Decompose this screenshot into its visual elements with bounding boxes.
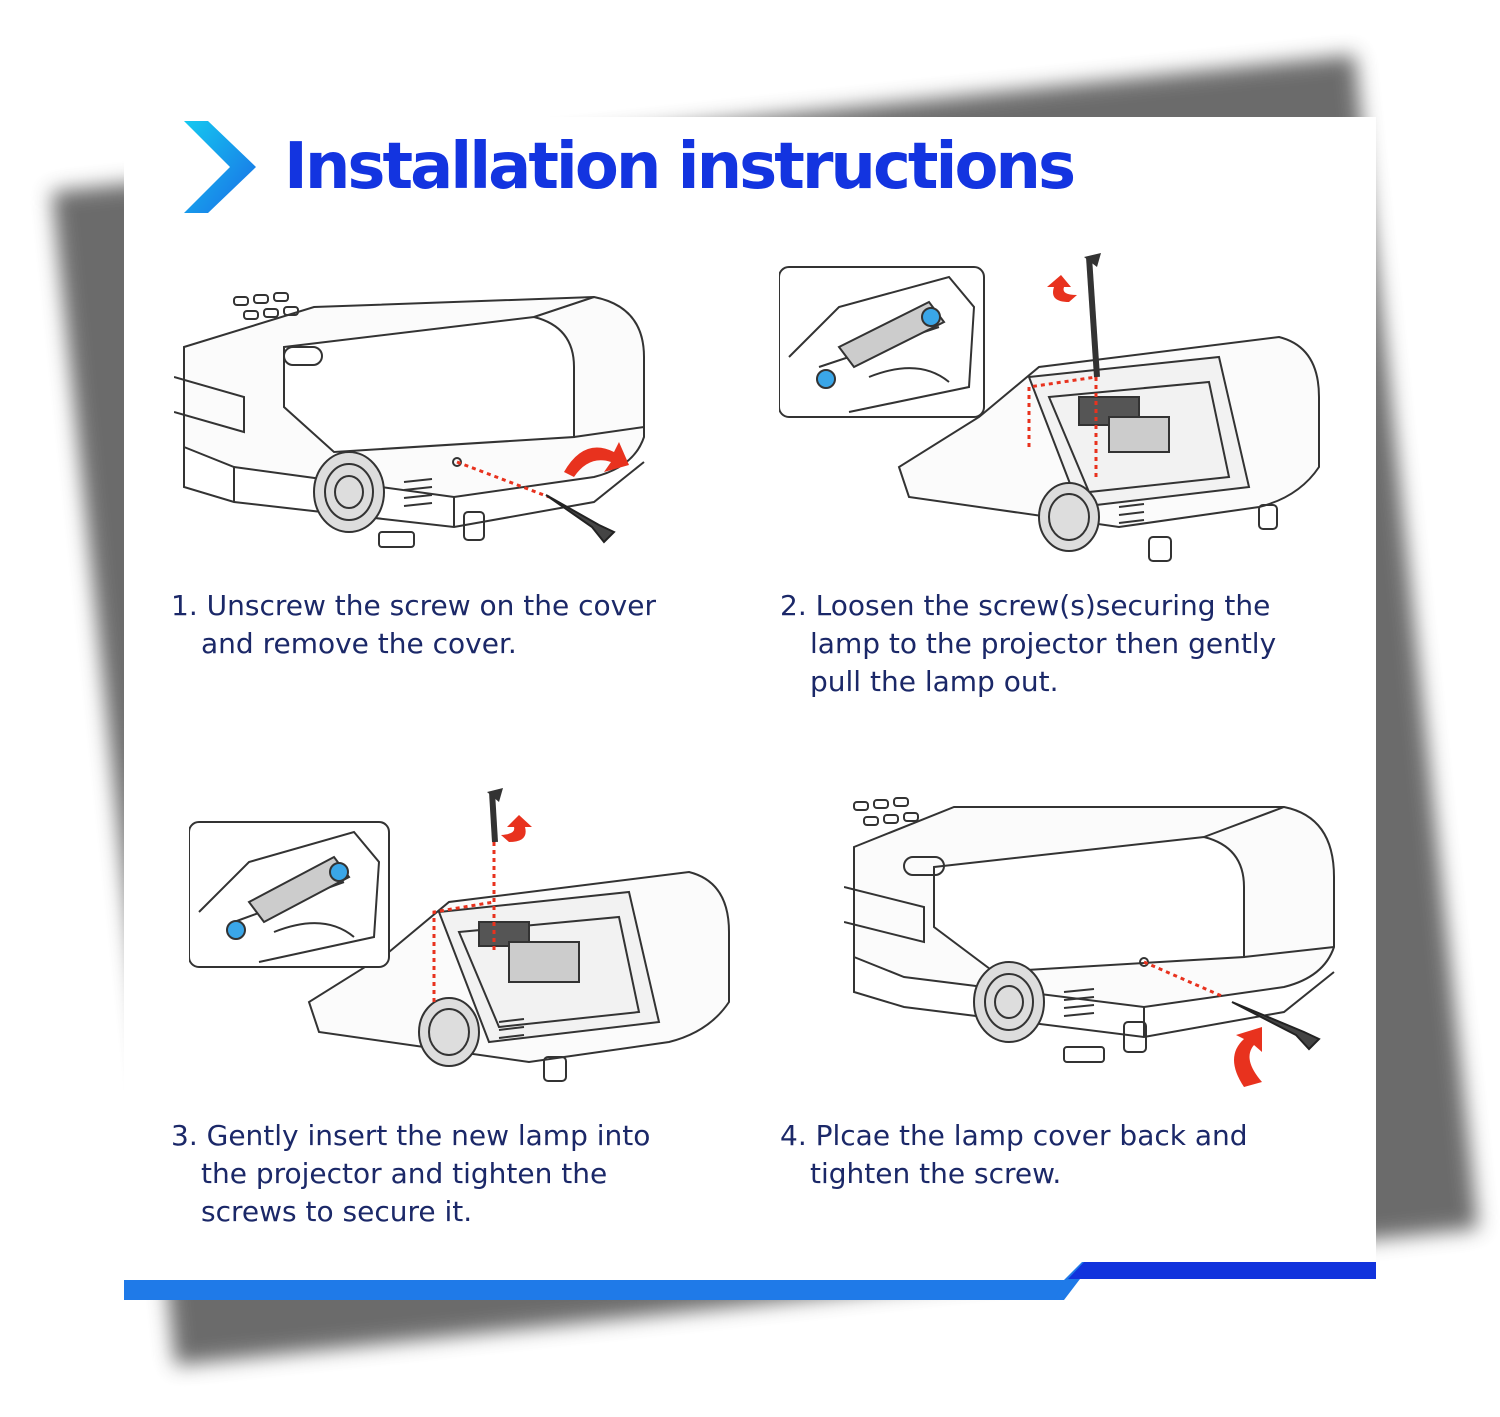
step-4-caption: 4. Plcae the lamp cover back and tighten… xyxy=(780,1117,1320,1193)
step-1-illustration xyxy=(174,292,645,548)
step-3-line-2: the projector and tighten the xyxy=(201,1157,608,1190)
accent-bar-right xyxy=(1084,1262,1376,1279)
step-2-illustration xyxy=(779,253,1320,562)
step-2-line-2: lamp to the projector then gently xyxy=(810,627,1277,660)
instruction-card: Installation instructions xyxy=(124,117,1376,1300)
step-1-line-2: and remove the cover. xyxy=(201,627,517,660)
accent-bar-left xyxy=(124,1280,1064,1300)
step-3-line-1: 3. Gently insert the new lamp into xyxy=(171,1119,651,1152)
step-4-line-1: 4. Plcae the lamp cover back and xyxy=(780,1119,1248,1152)
step-4-illustration xyxy=(844,797,1335,1087)
step-3-line-3: screws to secure it. xyxy=(201,1195,473,1228)
step-1-line-1: 1. Unscrew the screw on the cover xyxy=(171,589,656,622)
step-3-illustration xyxy=(189,788,730,1082)
header: Installation instructions xyxy=(184,117,1076,217)
step-3-caption: 3. Gently insert the new lamp into the p… xyxy=(171,1117,711,1231)
step-1-caption: 1. Unscrew the screw on the cover and re… xyxy=(171,587,711,663)
step-2-line-1: 2. Loosen the screw(s)securing the xyxy=(780,589,1271,622)
step-4-line-2: tighten the screw. xyxy=(810,1157,1062,1190)
chevron-right-icon xyxy=(184,121,256,213)
step-2-caption: 2. Loosen the screw(s)securing the lamp … xyxy=(780,587,1320,701)
step-2-line-3: pull the lamp out. xyxy=(810,665,1059,698)
page-title: Installation instructions xyxy=(284,130,1076,204)
